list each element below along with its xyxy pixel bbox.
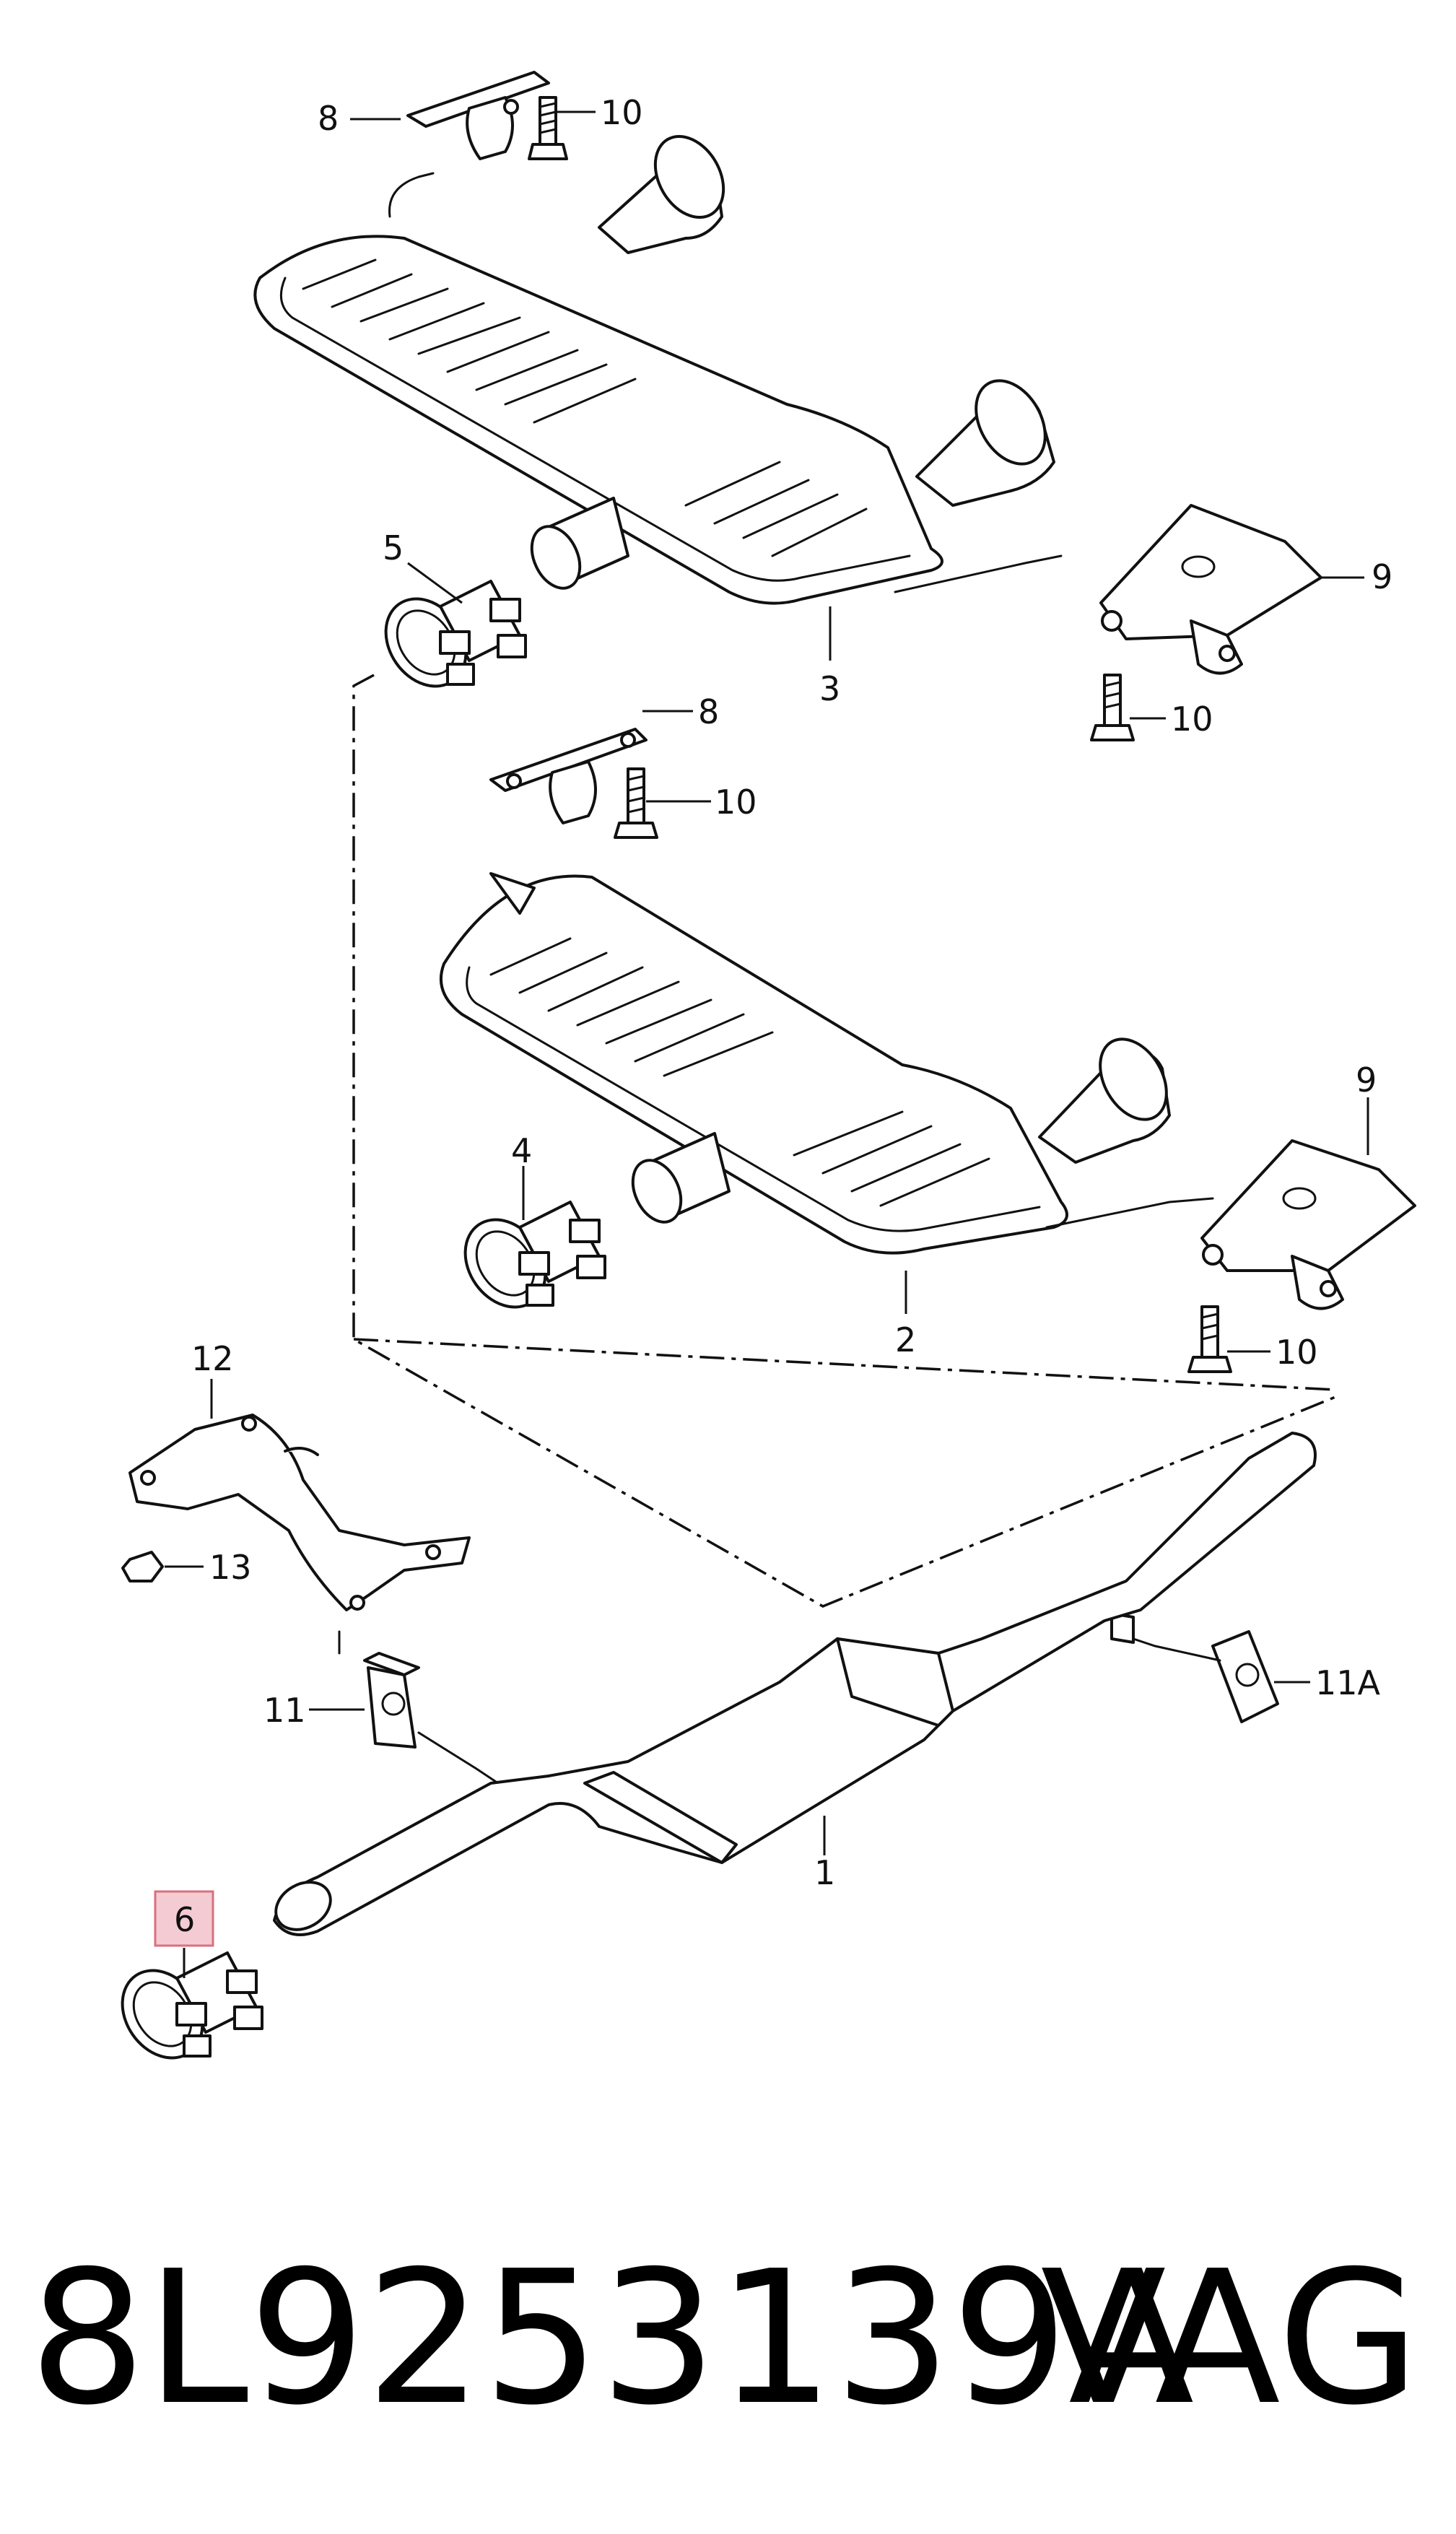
callout-label-2: 2	[895, 1320, 916, 1359]
hanger-bracket-part-8-middle[interactable]	[489, 728, 648, 824]
rear-silencer-part-2[interactable]	[439, 872, 1214, 1255]
callout-label-13: 13	[209, 1548, 252, 1587]
rear-silencer-part-3[interactable]	[253, 124, 1063, 605]
mounting-bracket-part-9-top[interactable]	[1099, 504, 1322, 675]
callout-label-9-middle: 9	[1356, 1061, 1377, 1100]
assembly-guide-lines	[352, 674, 1336, 1608]
brand-name: VAG	[1040, 2232, 1420, 2446]
hanger-bracket-part-8-top[interactable]	[406, 71, 550, 160]
bolt-part-10-a[interactable]	[528, 96, 568, 160]
callout-label-10-c: 10	[715, 783, 757, 822]
callout-label-6-highlighted: 6	[174, 1900, 195, 1939]
callout-label-12: 12	[191, 1339, 234, 1378]
clamp-part-6[interactable]	[106, 1951, 263, 2073]
clamp-part-4[interactable]	[449, 1201, 606, 1323]
callout-label-8-top: 8	[318, 99, 339, 138]
callout-label-1: 1	[814, 1853, 835, 1892]
callout-label-11: 11	[263, 1691, 306, 1730]
callout-label-4: 4	[511, 1131, 532, 1170]
bolt-part-10-c[interactable]	[614, 767, 658, 839]
middle-silencer-part-1[interactable]	[267, 1432, 1317, 1939]
callout-label-3: 3	[819, 669, 840, 708]
callout-label-5: 5	[383, 528, 404, 567]
highlighted-part-box	[154, 1890, 214, 1947]
support-bracket-part-12[interactable]	[128, 1414, 471, 1611]
callout-label-10-a: 10	[601, 93, 643, 132]
clamp-part-5[interactable]	[370, 580, 527, 702]
callout-label-8-middle: 8	[698, 692, 719, 731]
callout-label-9-top: 9	[1372, 557, 1392, 596]
callout-label-10-d: 10	[1276, 1333, 1318, 1372]
callout-label-11A: 11A	[1315, 1663, 1381, 1702]
mounting-bracket-part-9-middle[interactable]	[1200, 1139, 1416, 1310]
bolt-part-10-b[interactable]	[1090, 674, 1135, 741]
rubber-mount-part-11A[interactable]	[1110, 1612, 1279, 1723]
exhaust-parts-diagram: 8 10 5 3 9 10 8 10 4 9 2 10 12 13 11 11A…	[106, 71, 1416, 2073]
part-number: 8L9253139A	[29, 2232, 1195, 2446]
nut-part-13[interactable]	[121, 1551, 164, 1582]
bolt-part-10-d[interactable]	[1187, 1305, 1232, 1373]
rubber-mount-part-11[interactable]	[338, 1630, 521, 1799]
callout-label-10-b: 10	[1171, 700, 1213, 739]
